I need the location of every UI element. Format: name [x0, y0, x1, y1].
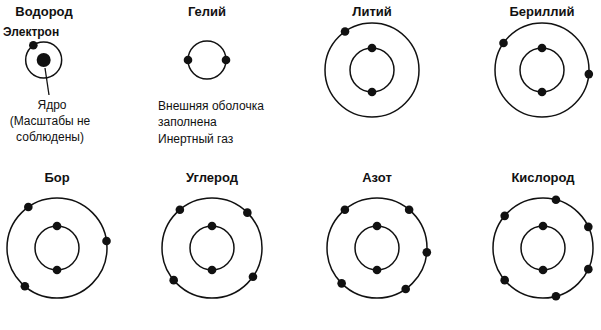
electron-shell	[7, 198, 107, 298]
electron-dot	[222, 56, 231, 65]
electron-shell	[521, 226, 565, 270]
atom-model: Бериллий	[487, 4, 597, 123]
scale-note: (Масштабы не соблюдены)	[2, 113, 98, 145]
element-name: Углерод	[186, 170, 238, 185]
electron-dot	[208, 222, 217, 231]
electron-dot	[368, 44, 377, 53]
element-name: Азот	[362, 170, 392, 185]
electron-dot	[405, 205, 414, 214]
element-name: Гелий	[188, 4, 226, 19]
atom-drawing	[487, 4, 597, 123]
element-name: Кислород	[511, 170, 574, 185]
electron-dot	[169, 276, 178, 285]
electron-dot	[585, 70, 594, 79]
electron-dot	[373, 222, 382, 231]
electron-dot	[423, 248, 432, 257]
electron-dot	[368, 88, 377, 97]
atom-model: Азот	[319, 170, 435, 304]
electron-shell	[188, 41, 226, 79]
electron-dot	[584, 265, 593, 274]
electron-dot	[538, 44, 547, 53]
electron-dot	[53, 266, 62, 275]
atom-drawing	[319, 170, 435, 304]
electron-dot	[373, 266, 382, 275]
electron-shell	[350, 48, 394, 92]
atom-drawing	[485, 170, 601, 304]
electron-label: Электрон	[3, 24, 83, 40]
electron-dot	[584, 223, 593, 232]
electron-dot	[552, 292, 561, 301]
element-name: Бор	[44, 170, 69, 185]
electron-dot	[176, 205, 185, 214]
electron-dot	[341, 27, 350, 36]
atom-drawing	[317, 4, 427, 123]
shell-note: Внешняя оболочка заполнена	[158, 98, 278, 130]
electron-dot	[53, 222, 62, 231]
electron-shell	[495, 23, 589, 117]
element-name: Бериллий	[509, 4, 574, 19]
electron-dot	[500, 212, 509, 221]
electron-dot	[249, 272, 258, 281]
atom-model: Литий	[317, 4, 427, 123]
nucleus	[37, 53, 51, 67]
electron-dot	[500, 276, 509, 285]
electron-shell	[327, 198, 427, 298]
electron-dot	[341, 205, 350, 214]
electron-shell	[190, 226, 234, 270]
electron-dot	[539, 266, 548, 275]
electron-shell	[162, 198, 262, 298]
atom-model: Бор	[0, 170, 115, 304]
electron-dot	[21, 282, 30, 291]
electron-dot	[29, 41, 38, 50]
electron-dot	[539, 222, 548, 231]
nucleus-label: Ядро	[30, 97, 74, 113]
atom-model: Гелий	[180, 4, 234, 85]
electron-shell	[35, 226, 79, 270]
nucleus-leader-line	[45, 68, 49, 95]
electron-dot	[337, 279, 346, 288]
inert-gas-note: Инертный газ	[158, 131, 278, 147]
electron-dot	[243, 208, 252, 217]
electron-dot	[102, 237, 111, 246]
electron-dot	[401, 285, 410, 294]
electron-dot	[208, 266, 217, 275]
atom-model: Водород	[13, 4, 74, 84]
electron-shell	[325, 23, 419, 117]
atom-drawing	[0, 170, 115, 304]
electron-dot	[499, 39, 508, 48]
electron-shell	[355, 226, 399, 270]
atom-model: Углерод	[154, 170, 270, 304]
element-name: Водород	[15, 4, 72, 19]
electron-shell	[493, 198, 593, 298]
atom-drawing	[154, 170, 270, 304]
atom-model: Кислород	[485, 170, 601, 304]
element-name: Литий	[352, 4, 391, 19]
electron-shell	[520, 48, 564, 92]
electron-dot	[184, 56, 193, 65]
electron-dot	[552, 195, 561, 204]
electron-dot	[24, 203, 33, 212]
electron-dot	[538, 88, 547, 97]
